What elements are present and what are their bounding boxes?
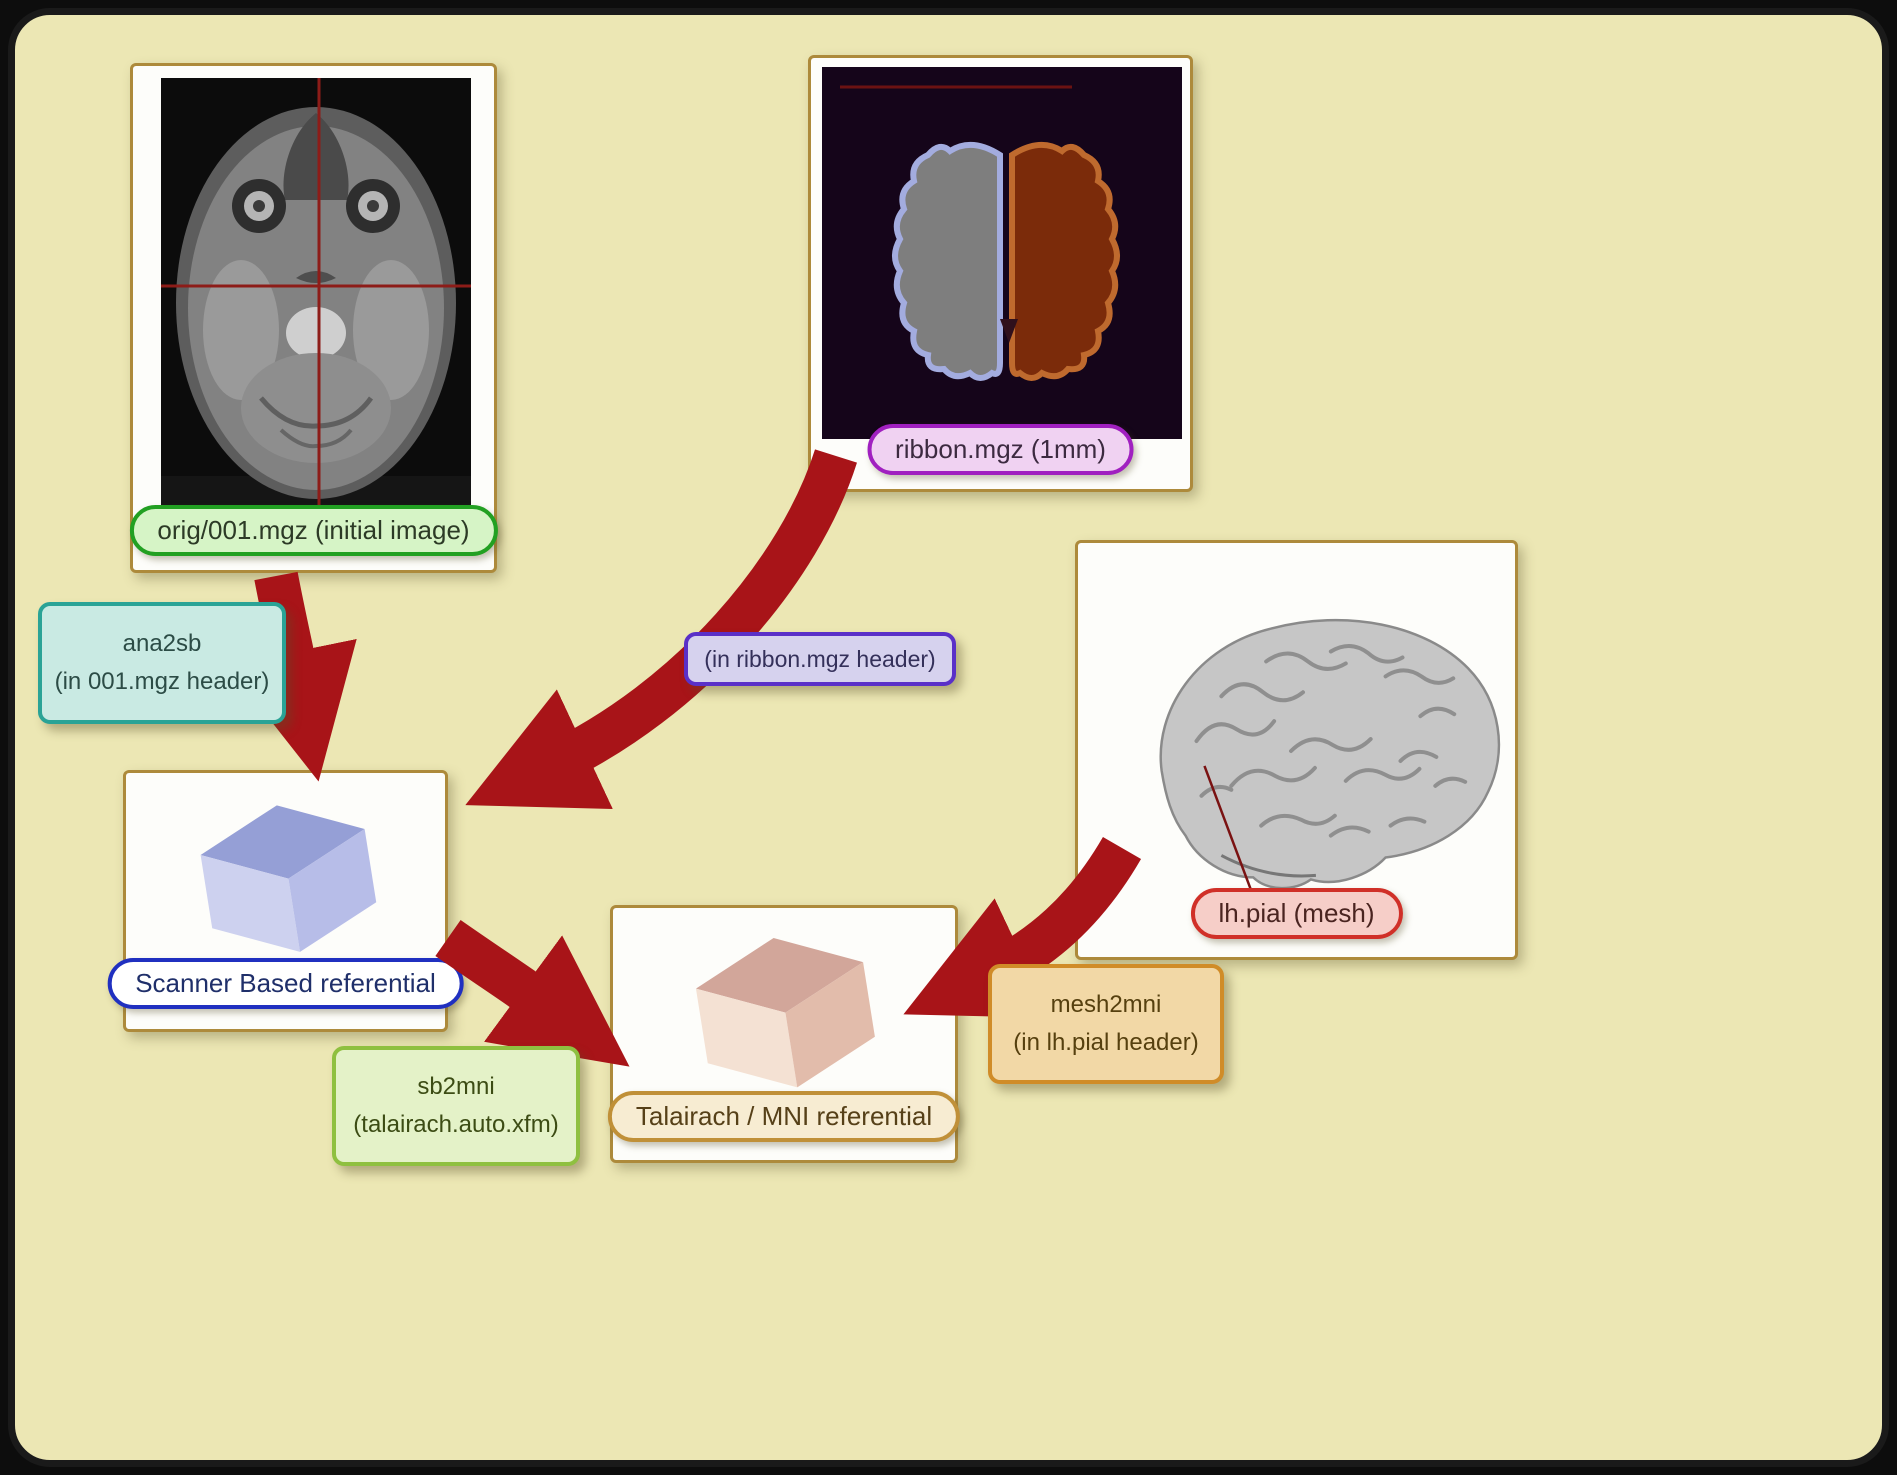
transform-label-ana2sb: ana2sb (in 001.mgz header) bbox=[38, 602, 286, 724]
pial-mesh-graphic bbox=[1159, 618, 1501, 894]
mesh2mni-detail: (in lh.pial header) bbox=[1013, 1029, 1199, 1056]
cube-left-face bbox=[695, 988, 798, 1088]
orig-label-pill: orig/001.mgz (initial image) bbox=[129, 505, 498, 556]
ribbon-label-pill: ribbon.mgz (1mm) bbox=[867, 424, 1134, 475]
sb2mni-name: sb2mni bbox=[417, 1073, 495, 1100]
mri-axial-slice-image bbox=[161, 78, 471, 508]
transform-label-mesh2mni: mesh2mni (in lh.pial header) bbox=[988, 964, 1224, 1084]
panel-ribbon-image: ribbon.mgz (1mm) bbox=[808, 55, 1193, 492]
cube-right-face bbox=[785, 962, 875, 1088]
transform-label-ribbon-header: (in ribbon.mgz header) bbox=[684, 632, 956, 686]
talairach-label: Talairach / MNI referential bbox=[635, 1101, 933, 1131]
ribbon2sb-detail: (in ribbon.mgz header) bbox=[704, 645, 936, 672]
scanner-label-pill: Scanner Based referential bbox=[107, 958, 464, 1009]
panel-scanner-referential: Scanner Based referential bbox=[107, 770, 464, 1032]
ribbon-segmentation-image bbox=[822, 67, 1182, 439]
sb2mni-detail: (talairach.auto.xfm) bbox=[353, 1111, 559, 1138]
scanner-cube-icon bbox=[200, 805, 377, 952]
pointer-line bbox=[1203, 765, 1254, 894]
mesh2mni-name: mesh2mni bbox=[1050, 991, 1162, 1018]
pial-label-pill: lh.pial (mesh) bbox=[1190, 888, 1403, 939]
scanner-label: Scanner Based referential bbox=[135, 968, 436, 998]
ribbon-segmentation-graphic bbox=[822, 67, 1182, 439]
mri-axial-slice-graphic bbox=[161, 78, 471, 508]
pial-mesh-image bbox=[1082, 547, 1515, 957]
ana2sb-detail: (in 001.mgz header) bbox=[54, 668, 270, 695]
nasal-region bbox=[283, 113, 349, 200]
cube-right-face bbox=[288, 828, 377, 952]
pial-label: lh.pial (mesh) bbox=[1218, 898, 1375, 928]
panel-talairach-referential: Talairach / MNI referential bbox=[607, 905, 961, 1163]
brainstem-region bbox=[286, 307, 346, 359]
panel-pial-mesh: lh.pial (mesh) bbox=[1075, 540, 1518, 960]
ana2sb-name: ana2sb bbox=[122, 630, 202, 657]
left-hemisphere-shape bbox=[892, 142, 1003, 381]
cube-left-face bbox=[200, 854, 301, 952]
orig-label: orig/001.mgz (initial image) bbox=[157, 515, 470, 545]
transform-label-sb2mni: sb2mni (talairach.auto.xfm) bbox=[332, 1046, 580, 1166]
cube-top-face bbox=[695, 937, 864, 1013]
panel-orig-image: orig/001.mgz (initial image) bbox=[129, 63, 498, 573]
cube-top-face bbox=[200, 805, 365, 879]
midline-notch bbox=[1000, 319, 1018, 343]
gyri-lines bbox=[1194, 644, 1468, 838]
talairach-cube-icon bbox=[695, 937, 875, 1088]
talairach-label-pill: Talairach / MNI referential bbox=[607, 1091, 961, 1142]
ribbon-label: ribbon.mgz (1mm) bbox=[895, 434, 1106, 464]
brain-mesh-shape bbox=[1159, 618, 1501, 890]
right-hemisphere-shape bbox=[1009, 142, 1120, 381]
